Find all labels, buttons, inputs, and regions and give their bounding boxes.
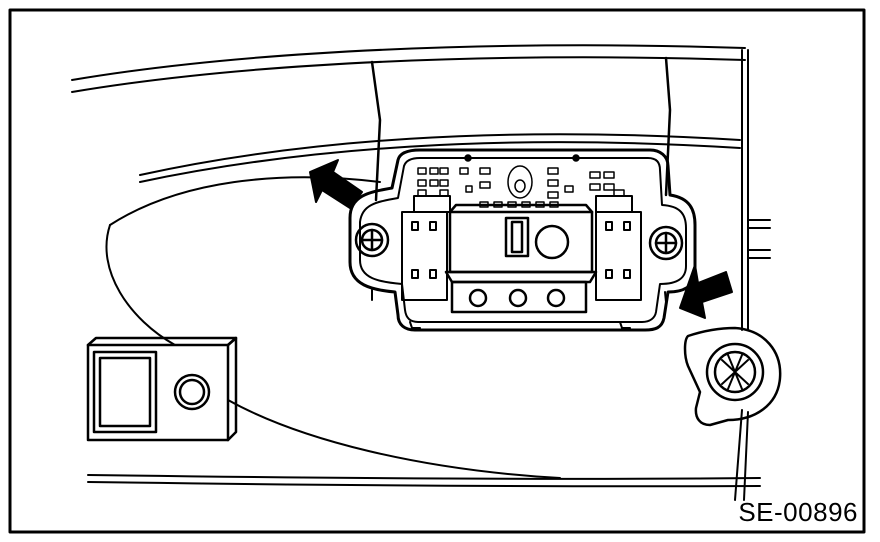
pillar-lines [734,49,771,501]
switch-block [86,336,238,442]
switch-assembly [444,203,598,314]
retaining-wires [370,56,672,202]
filled-arrow [309,159,733,319]
headliner-contours [71,44,761,488]
side-clips [401,195,642,301]
figure-reference-code: SE-00896 [738,497,858,527]
outer-border [8,8,866,534]
circuit-board [417,154,625,208]
housing-tabs [371,289,667,329]
phillips-screw-icon [354,222,684,261]
clip-hook [683,326,782,427]
